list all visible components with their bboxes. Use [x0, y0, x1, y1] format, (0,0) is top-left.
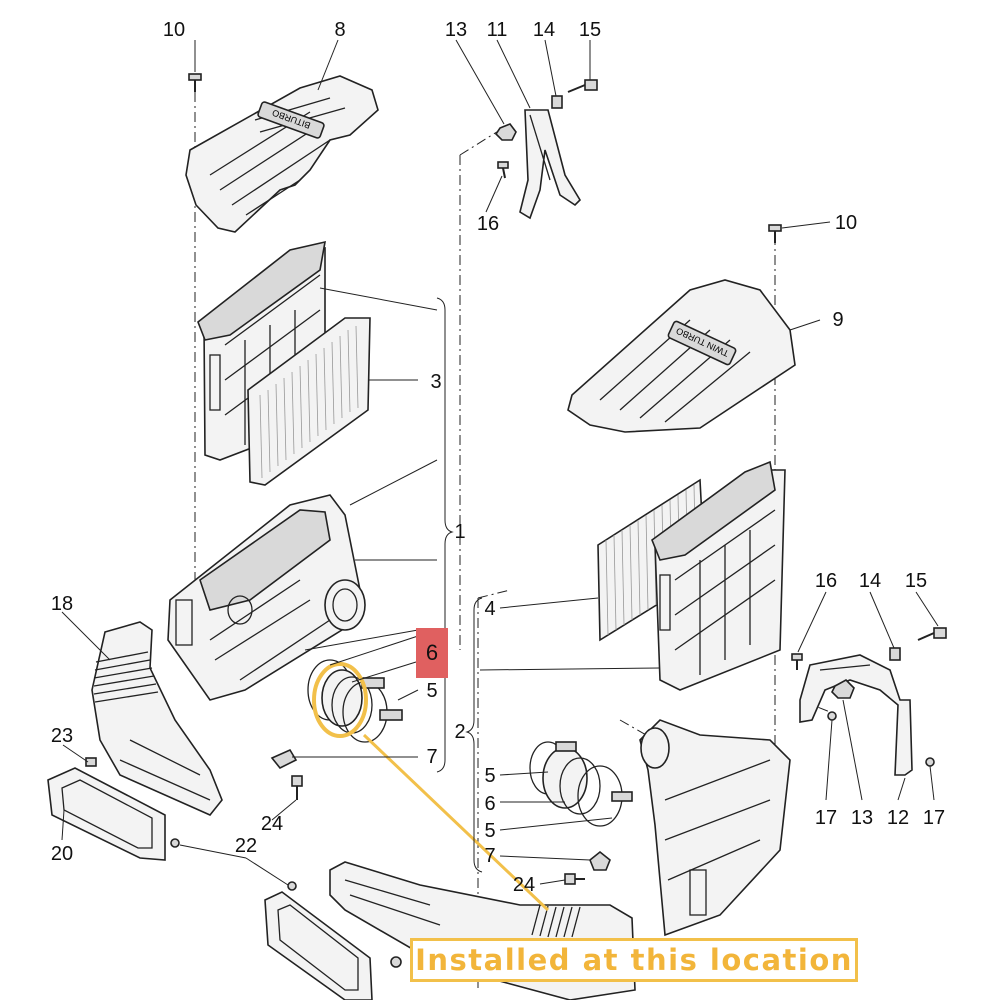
airbox-lower-left	[167, 494, 366, 701]
bolt-14-right	[889, 647, 901, 661]
callout-7-left: 7	[426, 746, 437, 768]
callout-13-right: 13	[851, 807, 873, 829]
callout-10-right: 10	[835, 212, 857, 234]
callout-15-right: 15	[905, 570, 927, 592]
callout-8: 8	[334, 19, 345, 41]
air-filter-left	[247, 317, 371, 486]
callout-5-b: 5	[426, 680, 437, 702]
callout-6-overlay: 6	[425, 640, 439, 665]
engine-cover-right: TWIN TURBO	[567, 279, 796, 433]
bracket-12	[799, 654, 913, 776]
callout-13-top: 13	[445, 19, 467, 41]
screw-10-left	[188, 73, 202, 92]
callout-14-right: 14	[859, 570, 881, 592]
sensor-24-left	[291, 775, 303, 800]
screw-23	[85, 757, 97, 767]
callout-10-top: 10	[163, 19, 185, 41]
callout-9: 9	[832, 309, 843, 331]
callout-7-right: 7	[484, 845, 495, 867]
installed-location-note: Installed at this location	[410, 938, 858, 982]
airbox-top-right	[651, 460, 786, 691]
callout-6-highlight	[416, 628, 448, 678]
callout-24-right: 24	[513, 874, 535, 896]
brace-1	[436, 297, 454, 773]
callout-15-top: 15	[579, 19, 601, 41]
callout-22: 22	[235, 835, 257, 857]
callout-23: 23	[51, 725, 73, 747]
engine-cover-left: BITURBO	[185, 75, 379, 233]
callout-17-right: 17	[923, 807, 945, 829]
grommet-7-left	[270, 748, 298, 770]
bracket-11	[519, 109, 582, 220]
callout-24-left: 24	[261, 813, 283, 835]
location-pointer	[362, 733, 550, 912]
callout-18: 18	[51, 593, 73, 615]
callout-2: 2	[454, 721, 465, 743]
callout-12: 12	[887, 807, 909, 829]
callout-5-c: 5	[484, 765, 495, 787]
highlight-ring	[312, 662, 368, 738]
clip-17-left	[827, 711, 837, 721]
callout-3: 3	[430, 371, 441, 393]
callout-17-left: 17	[815, 807, 837, 829]
leader-lines	[61, 39, 939, 886]
pin-16-top	[497, 161, 509, 179]
airbox-lower-right	[639, 719, 791, 937]
screw-bottom	[390, 956, 402, 968]
hose-assembly-left	[307, 659, 403, 743]
bolt-15-right	[917, 627, 947, 641]
brace-2	[465, 597, 483, 873]
nut-13-right	[831, 679, 855, 699]
callout-5-d: 5	[484, 820, 495, 842]
callout-1: 1	[454, 521, 465, 543]
callout-4: 4	[484, 598, 495, 620]
callout-6-right: 6	[484, 793, 495, 815]
seal-frame-22	[264, 891, 373, 1000]
clip-17-right	[925, 757, 935, 767]
intake-duct-18	[91, 621, 223, 816]
bolt-14-top	[551, 95, 563, 109]
callout-labels: 10 8 13 11 14 15 16 10 9 3 1 18 5 6 5 7 …	[51, 19, 945, 896]
clip-20	[170, 838, 180, 848]
nut-13-top	[494, 123, 517, 141]
sensor-24-right	[564, 873, 585, 885]
clip-22	[287, 881, 297, 891]
screw-10-right	[768, 224, 782, 243]
callout-11: 11	[487, 19, 508, 41]
callout-14-top: 14	[533, 19, 555, 41]
grommet-7-right	[589, 850, 611, 871]
hose-assembly-right	[529, 741, 633, 827]
callout-16-top: 16	[477, 213, 499, 235]
callout-16-right: 16	[815, 570, 837, 592]
callout-20: 20	[51, 843, 73, 865]
pin-16-right	[791, 653, 803, 670]
bolt-15-top	[567, 79, 598, 93]
